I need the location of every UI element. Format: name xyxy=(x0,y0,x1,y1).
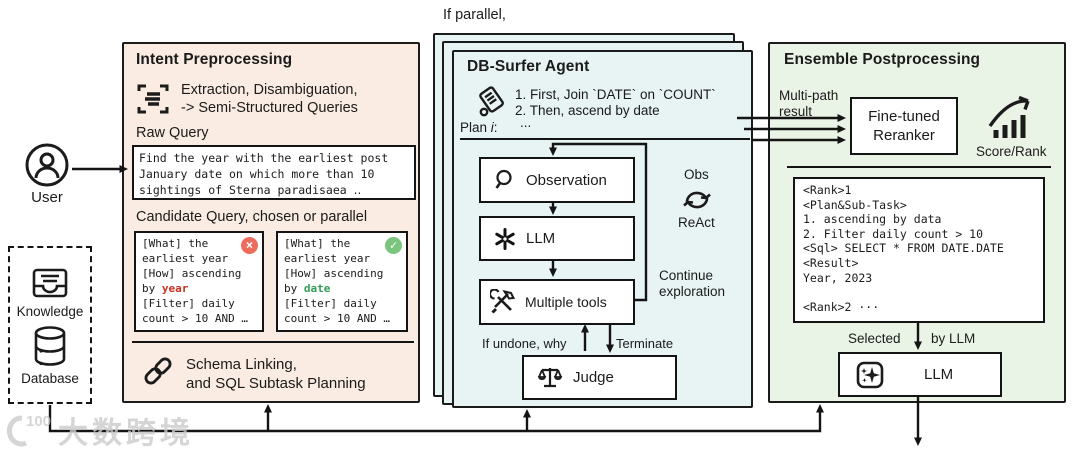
fine-tuned-reranker-box: Fine-tuned Reranker xyxy=(850,97,958,155)
watermark-logo-icon: 100 xyxy=(6,413,51,447)
extract-icon xyxy=(137,84,169,114)
magnifier-icon xyxy=(495,169,512,189)
user-label: User xyxy=(31,189,63,206)
multiple-tools-label: Multiple tools xyxy=(525,294,607,310)
ensemble-llm-label: LLM xyxy=(924,366,954,383)
schema-link-icon xyxy=(144,357,172,385)
intent-subtitle: Extraction, Disambiguation, -> Semi-Stru… xyxy=(181,82,358,116)
cand-bad-line: [What] the xyxy=(142,237,209,250)
user-icon xyxy=(25,143,69,187)
cand-bad-line: count > 10 AND … xyxy=(142,312,248,325)
ensemble-separator xyxy=(787,166,1051,168)
react-cycle-icon xyxy=(683,191,711,209)
ensemble-title: Ensemble Postprocessing xyxy=(784,51,981,68)
selected-label: Selected xyxy=(848,331,901,346)
continue-exploration-label: Continue exploration xyxy=(659,268,726,299)
watermark: 100 大数跨境 xyxy=(6,408,194,452)
candidate-query-label: Candidate Query, chosen or parallel xyxy=(136,209,368,225)
knowledge-database-group: Knowledge Database xyxy=(8,246,92,404)
database-icon xyxy=(34,325,66,366)
watermark-text: 大数跨境 xyxy=(58,417,194,450)
observation-label: Observation xyxy=(526,171,607,189)
raw-query-box: Find the year with the earliest post Jan… xyxy=(132,145,416,200)
schema-linking-text: Schema Linking, and SQL Subtask Planning xyxy=(186,356,366,392)
database-label: Database xyxy=(21,370,79,386)
intent-preprocessing-panel: Intent Preprocessing Extraction, Disambi… xyxy=(122,42,420,403)
by-llm-label: by LLM xyxy=(931,331,976,346)
reject-badge-icon: × xyxy=(241,237,258,254)
cand-good-line: [What] the xyxy=(284,237,351,250)
judge-box: Judge xyxy=(522,355,677,400)
accept-badge-icon: ✓ xyxy=(385,237,402,254)
score-rank-label: Score/Rank xyxy=(976,144,1047,159)
cand-bad-line: [How] ascending xyxy=(142,267,242,280)
ensemble-postprocessing-panel: Ensemble Postprocessing Multi-path resul… xyxy=(768,42,1066,403)
intent-title: Intent Preprocessing xyxy=(136,51,293,68)
cand-bad-line: [Filter] daily xyxy=(142,297,235,310)
plan-icon xyxy=(479,86,504,117)
obs-label: Obs xyxy=(684,167,709,182)
bad-word: year xyxy=(161,282,189,295)
rank-result-box: <Rank>1 <Plan&Sub-Task> 1. ascending by … xyxy=(793,177,1045,323)
cand-bad-line: earliest year xyxy=(142,252,229,265)
db-surfer-agent-panel: DB-Surfer Agent Plan i: 1. First, Join `… xyxy=(452,50,753,408)
llm-knot-icon xyxy=(495,227,515,250)
plan-ellipsis: ... xyxy=(520,115,532,130)
sparkle-icon xyxy=(856,361,884,388)
multipath-result-label: Multi-path result xyxy=(779,88,839,119)
candidate-query-bad-box: [What] the earliest year [How] ascending… xyxy=(134,231,264,332)
ensemble-llm-box: LLM xyxy=(838,352,1002,397)
knowledge-icon xyxy=(32,268,68,297)
knowledge-label: Knowledge xyxy=(16,303,84,319)
plan-label: Plan i: xyxy=(460,120,498,135)
candidate-query-good-box: [What] the earliest year [How] ascending… xyxy=(276,231,408,332)
multiple-tools-box: Multiple tools xyxy=(479,279,635,325)
observation-box: Observation xyxy=(479,157,635,203)
cand-bad-line: by year xyxy=(142,282,189,295)
scale-icon xyxy=(537,367,563,387)
agent-llm-label: LLM xyxy=(526,230,556,247)
tools-icon xyxy=(490,289,516,314)
good-word: date xyxy=(303,282,331,295)
database-bottom-bus-line xyxy=(48,404,824,433)
intent-separator xyxy=(132,341,414,343)
agent-llm-box: LLM xyxy=(479,216,635,261)
terminate-label: Terminate xyxy=(616,336,674,351)
cand-good-line: earliest year xyxy=(284,252,371,265)
reranker-label: Fine-tuned Reranker xyxy=(868,108,940,144)
judge-label: Judge xyxy=(573,369,614,386)
if-parallel-label: If parallel, xyxy=(443,7,506,23)
cand-good-line: [How] ascending xyxy=(284,267,384,280)
plan-steps-text: 1. First, Join `DATE` on `COUNT` 2. Then… xyxy=(515,87,716,118)
cand-good-line: by date xyxy=(284,282,331,295)
svg-text:100: 100 xyxy=(26,413,51,430)
react-label: ReAct xyxy=(678,215,715,230)
score-rank-icon xyxy=(988,95,1030,138)
raw-query-label: Raw Query xyxy=(136,125,209,141)
agent-separator xyxy=(460,138,750,140)
cand-good-line: [Filter] daily xyxy=(284,297,377,310)
cand-good-line: count > 10 AND … xyxy=(284,312,390,325)
agent-title: DB-Surfer Agent xyxy=(467,58,590,75)
if-undone-label: If undone, why xyxy=(482,336,567,351)
